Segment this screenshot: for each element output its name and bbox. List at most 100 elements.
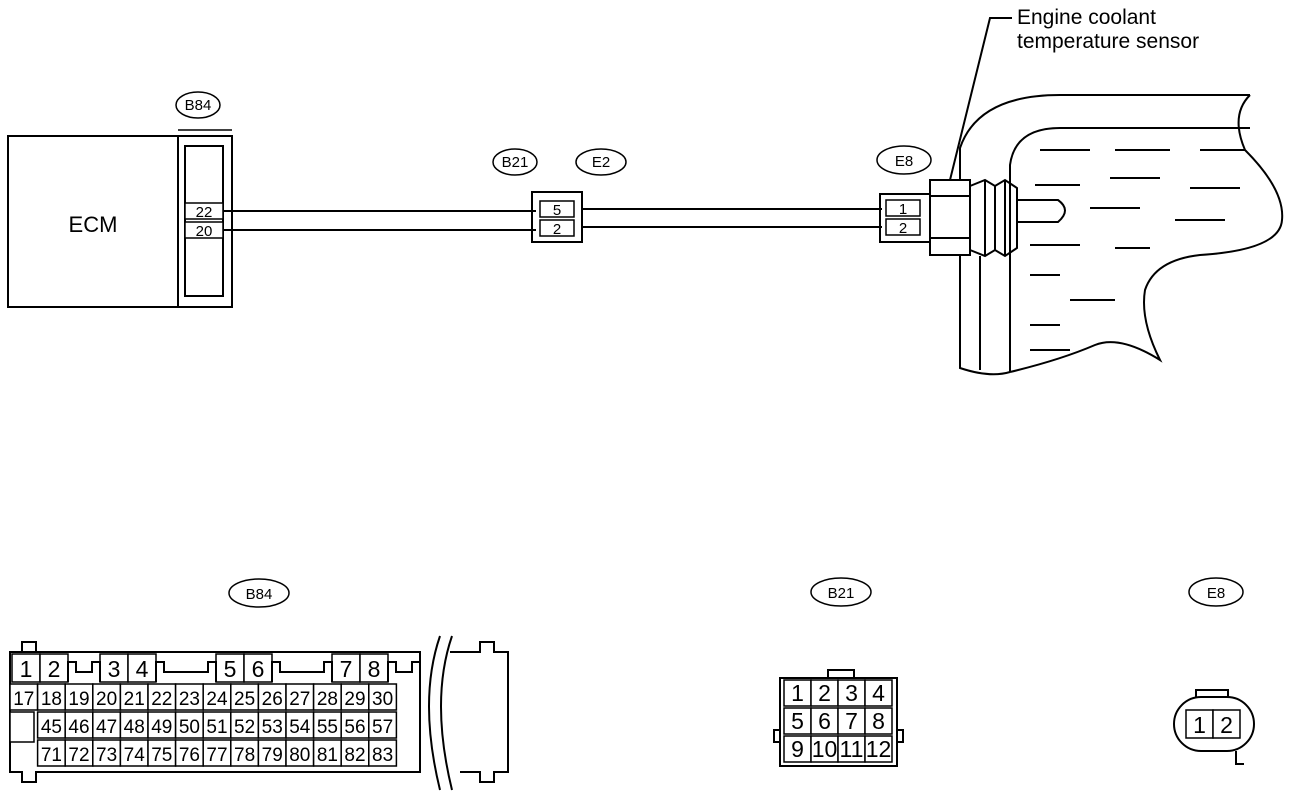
b21-view-tag-label: B21 [828, 585, 855, 602]
b21-face-pin-1: 1 [791, 680, 804, 706]
b84-face-pin-26-cell [257, 683, 287, 711]
b84-face-pin-79-cell [257, 739, 287, 767]
b84-face-pin-82-cell [340, 739, 370, 767]
b84-face-pin-17: 17 [13, 689, 34, 710]
b84-face-pin-71: 71 [41, 745, 62, 766]
b84-face-pin-73: 73 [96, 745, 117, 766]
b84-face-pin-28-cell [312, 683, 342, 711]
b84-face-pin-26: 26 [262, 689, 283, 710]
b84-face-pin-45: 45 [41, 717, 62, 738]
e8-pin-label-2: 2 [899, 220, 907, 237]
b84-face-pin-56: 56 [344, 717, 365, 738]
b84-face-pin-75-cell [147, 739, 177, 767]
b21-pin-label-5: 5 [553, 202, 561, 219]
b84-face-pin-80-cell [285, 739, 315, 767]
b84-face-pin-74: 74 [124, 745, 146, 766]
b21-face-pin-8-cell [864, 707, 893, 735]
b84-view-tag-label: B84 [246, 586, 273, 603]
b21-face-pin-3: 3 [845, 680, 858, 706]
b84-face-pin-56-cell [340, 711, 370, 739]
b84-face-pin-2-cell [39, 653, 69, 683]
b84-face-pin-50-cell [174, 711, 204, 739]
b21-tag-oval [492, 148, 538, 176]
b84-face-pin-76-cell [174, 739, 204, 767]
b84-face-pin-76: 76 [179, 745, 200, 766]
b84-pin-label-22: 22 [196, 204, 213, 221]
b84-face-pin-50: 50 [179, 717, 200, 738]
b84-face-pin-4: 4 [136, 656, 149, 682]
e8-face-pin-1: 1 [1193, 712, 1206, 738]
b21-face-pin-5-cell [783, 707, 812, 735]
b84-face-pin-4-cell [127, 653, 157, 683]
b84-face-pin-1: 1 [20, 656, 33, 682]
b21-face-pin-9-cell [783, 735, 812, 763]
b84-face-pin-46: 46 [68, 717, 89, 738]
b21-face-pin-7-cell [837, 707, 866, 735]
b84-face-pin-5: 5 [224, 656, 237, 682]
b84-face-pin-3: 3 [108, 656, 121, 682]
e8-face-pin-2-cell [1212, 709, 1241, 739]
b84-tag-oval [175, 91, 221, 119]
b84-tag-label: B84 [185, 97, 212, 114]
b84-face-pin-3-cell [99, 653, 129, 683]
b21-pin-label-2: 2 [553, 221, 561, 238]
b84-face-pin-20: 20 [96, 689, 117, 710]
b21-tag-label: B21 [502, 154, 529, 171]
b84-face-pin-30-cell [368, 683, 398, 711]
b84-face-pin-47: 47 [96, 717, 117, 738]
b21-face-pin-12-cell [864, 735, 893, 763]
b84-face-pin-57-cell [368, 711, 398, 739]
b21-face-pin-12: 12 [866, 736, 892, 762]
b84-face-pin-8: 8 [368, 656, 381, 682]
b84-face-pin-80: 80 [289, 745, 310, 766]
b84-connector-inner [184, 145, 224, 297]
b84-face-pin-20-cell [92, 683, 122, 711]
b21-face-pin-4: 4 [872, 680, 885, 706]
b84-face-pin-83: 83 [372, 745, 393, 766]
b21-pin-5 [539, 200, 575, 218]
b21-face-pin-2: 2 [818, 680, 831, 706]
b84-face-pin-19: 19 [68, 689, 89, 710]
b84-face-pin-55: 55 [317, 717, 338, 738]
b84-face-pin-83-cell [368, 739, 398, 767]
b84-face-pin-46-cell [64, 711, 94, 739]
b84-face-pin-28: 28 [317, 689, 338, 710]
b84-face-pin-6: 6 [252, 656, 265, 682]
b21-face-pin-7: 7 [845, 708, 858, 734]
b84-face-pin-54: 54 [289, 717, 311, 738]
b84-pin-label-20: 20 [196, 223, 213, 240]
b84-face-pin-49: 49 [151, 717, 172, 738]
b84-face-pin-19-cell [64, 683, 94, 711]
b84-face-pin-82: 82 [344, 745, 365, 766]
e8-pin-2 [885, 218, 921, 236]
b21-face-pin-5: 5 [791, 708, 804, 734]
b21-view-tag-oval [810, 577, 872, 607]
b84-face-pin-72: 72 [68, 745, 89, 766]
b21-face-pin-6: 6 [818, 708, 831, 734]
e8-view-tag-label: E8 [1207, 585, 1225, 602]
sensor-label-line1: Engine coolant [1017, 6, 1156, 29]
ecm-label: ECM [69, 212, 118, 237]
e8-tag-label: E8 [895, 153, 913, 170]
b84-face-pin-81: 81 [317, 745, 338, 766]
e8-view-tag-oval [1188, 577, 1244, 607]
e8-pin-1 [885, 199, 921, 217]
b84-face-pin-54-cell [285, 711, 315, 739]
b21-face-pin-9: 9 [791, 736, 804, 762]
b84-view-tag-oval [228, 578, 290, 608]
b84-face-pin-75: 75 [151, 745, 172, 766]
b21-face-pin-11: 11 [840, 736, 864, 762]
b21-face-pin-4-cell [864, 679, 893, 707]
b84-face-pin-51: 51 [206, 717, 227, 738]
b84-face-pin-52: 52 [234, 717, 255, 738]
b84-face-pin-22-cell [147, 683, 177, 711]
b84-face-pin-27: 27 [289, 689, 310, 710]
b21-face-pin-10-cell [810, 735, 839, 763]
b84-face-pin-27-cell [285, 683, 315, 711]
b21-face-pin-10: 10 [812, 736, 838, 762]
sensor-label-line2: temperature sensor [1017, 30, 1199, 53]
b84-face-pin-48: 48 [124, 717, 145, 738]
